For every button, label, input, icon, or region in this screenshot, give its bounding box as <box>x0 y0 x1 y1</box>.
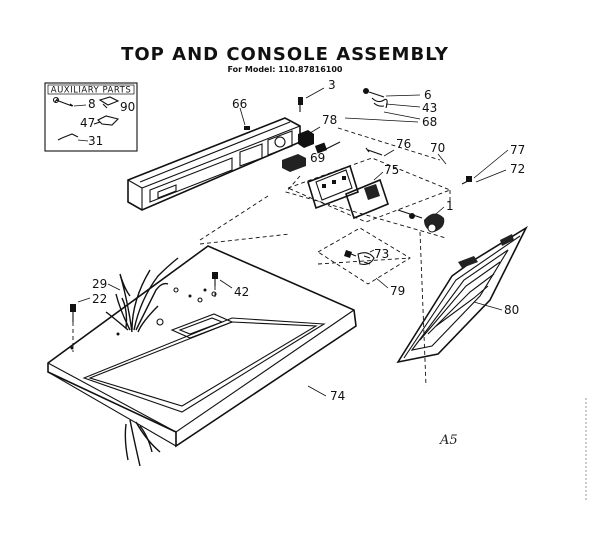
callout-aux-90: 90 <box>120 100 135 114</box>
model-subtitle: For Model: 110.87816100 <box>228 65 343 74</box>
callout-80: 80 <box>504 303 519 317</box>
callout-76: 76 <box>396 137 411 151</box>
auxiliary-parts-box: AUXILIARY PARTS 8 90 47 31 <box>44 82 138 152</box>
screw-42-icon <box>212 272 218 298</box>
timer-bracket-icon <box>282 141 341 172</box>
aux-clip-icon <box>98 96 120 109</box>
handwritten-note: A5 <box>439 433 458 448</box>
callout-79: 79 <box>390 284 405 298</box>
aux-hook-icon <box>57 133 79 141</box>
callout-75: 75 <box>384 163 399 177</box>
rear-panel <box>396 225 528 364</box>
callout-77: 77 <box>510 143 525 157</box>
callout-70: 70 <box>430 141 445 155</box>
callout-74: 74 <box>330 389 345 403</box>
lamp-assembly-box <box>317 227 411 285</box>
console-panel <box>127 117 301 211</box>
aux-bracket-icon <box>93 115 120 126</box>
callout-42: 42 <box>234 285 249 299</box>
callout-69: 69 <box>310 151 325 165</box>
lower-wire-bundle-icon <box>124 419 161 467</box>
callout-68: 68 <box>422 115 437 129</box>
callout-72: 72 <box>510 162 525 176</box>
screw-22-icon <box>70 304 76 352</box>
diagram-title: TOP AND CONSOLE ASSEMBLY <box>121 44 449 65</box>
switch-78-icon <box>298 130 314 148</box>
callout-aux-31: 31 <box>88 134 103 148</box>
control-switch-plate <box>286 157 452 223</box>
callout-3: 3 <box>328 78 336 92</box>
timer-knob-icon <box>397 209 445 233</box>
callout-73: 73 <box>374 247 389 261</box>
dryer-top-panel <box>47 245 357 448</box>
callout-43: 43 <box>422 101 437 115</box>
callout-6: 6 <box>424 88 432 102</box>
callout-aux-8: 8 <box>88 97 96 111</box>
callout-66: 66 <box>232 97 247 111</box>
callout-22: 22 <box>92 292 107 306</box>
wire-harness-icon <box>105 257 179 333</box>
screw-72-icon <box>461 176 472 185</box>
lamp-socket-icon <box>363 88 388 109</box>
callout-29: 29 <box>92 277 107 291</box>
auxiliary-parts-heading: AUXILIARY PARTS <box>51 86 131 96</box>
callout-78: 78 <box>322 113 337 127</box>
screw-3-icon <box>298 97 303 112</box>
aux-screw-icon <box>52 96 74 107</box>
callout-aux-47: 47 <box>80 116 95 130</box>
